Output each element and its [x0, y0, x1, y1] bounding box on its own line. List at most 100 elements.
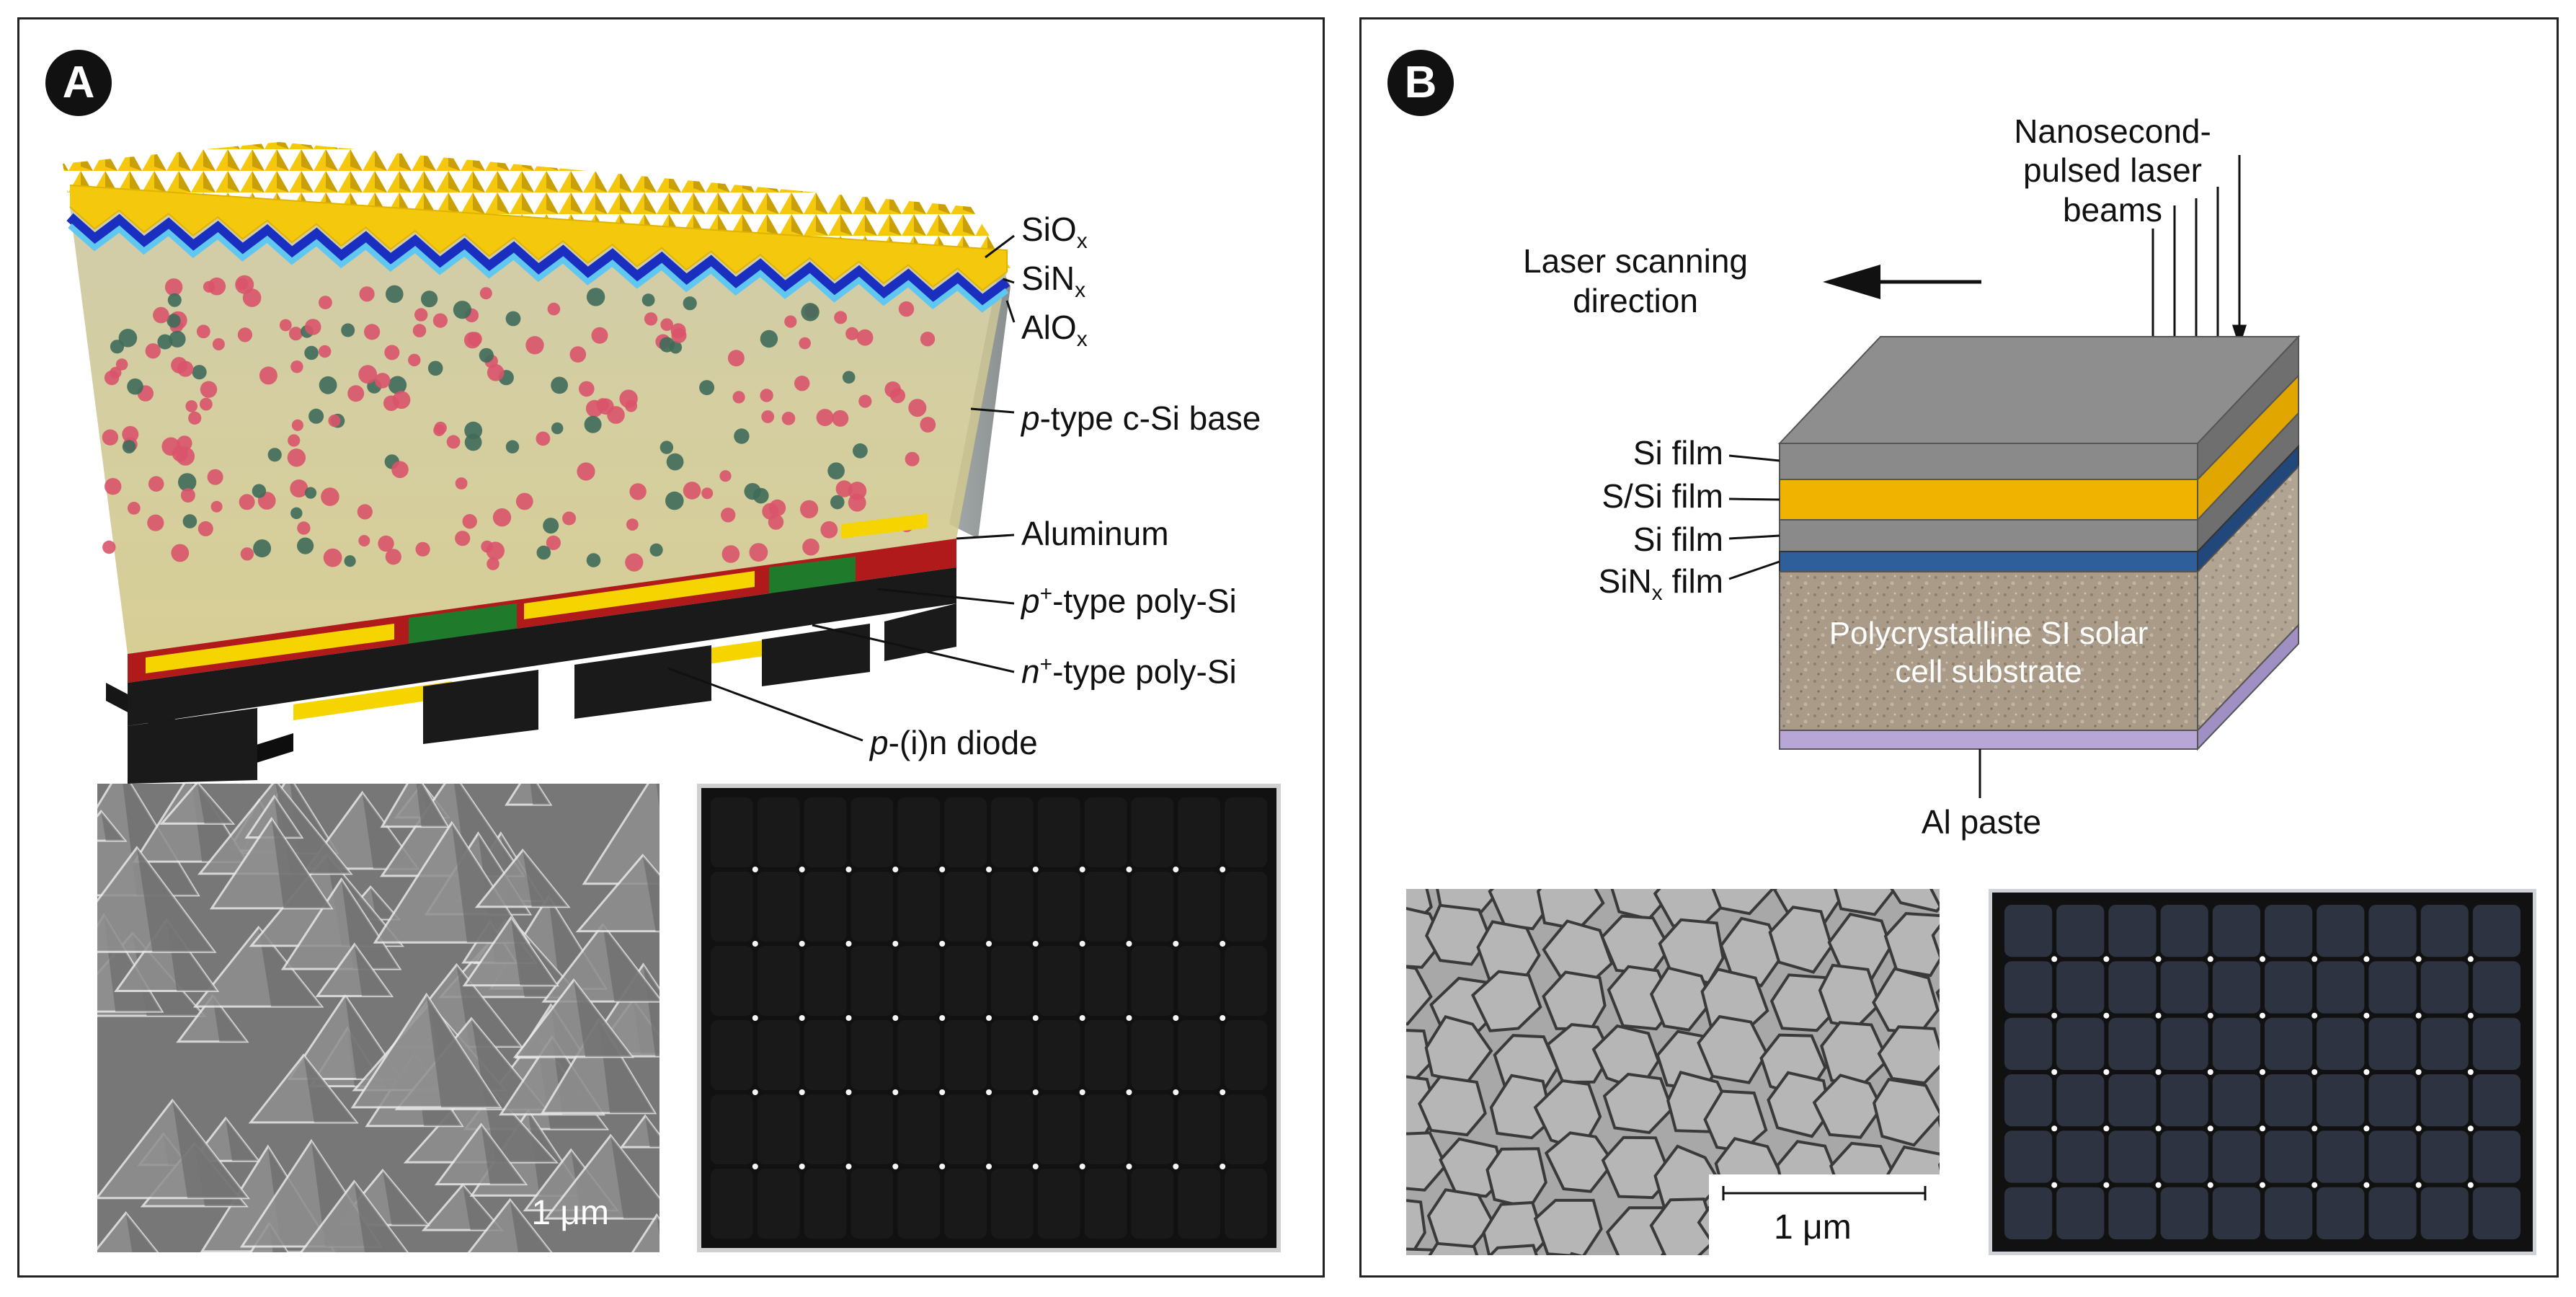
carrier-dot: [666, 453, 684, 471]
solar-cell: [2420, 905, 2469, 957]
grain-cell: [1489, 1074, 1554, 1140]
carrier-dot: [625, 553, 644, 572]
cell-corner-gap: [939, 1015, 946, 1021]
grain-cell: [1533, 1198, 1603, 1255]
carrier-dot: [799, 337, 811, 350]
carrier-dot: [760, 329, 778, 348]
carrier-dot: [525, 336, 544, 355]
solar-cell: [1084, 1020, 1127, 1090]
carrier-dot: [784, 315, 797, 328]
carrier-dot: [551, 422, 564, 435]
cell-structure-diagram: [63, 142, 1016, 784]
solar-cell: [944, 946, 987, 1016]
solar-cell: [1178, 1169, 1221, 1239]
solar-cell: [2056, 1130, 2105, 1183]
cell-corner-gap: [845, 941, 852, 947]
carrier-dot: [358, 365, 378, 384]
cell-corner-gap: [2155, 1125, 2162, 1132]
carrier-dot: [304, 487, 317, 499]
carrier-dot: [177, 360, 194, 377]
grain-cell: [1872, 1078, 1940, 1147]
solar-cell: [1037, 1169, 1080, 1239]
carrier-dot: [203, 280, 216, 293]
carrier-dot: [200, 381, 218, 398]
pyramid-shadow: [528, 1110, 585, 1196]
cell-corner-gap: [892, 1089, 899, 1095]
carrier-dot: [607, 406, 625, 424]
carrier-dot: [794, 376, 810, 391]
carrier-dot: [586, 288, 605, 306]
solar-cell: [991, 872, 1034, 942]
carrier-dot: [323, 548, 342, 567]
carrier-dot: [118, 329, 138, 348]
carrier-dot: [577, 462, 595, 481]
grain-cell: [1601, 1136, 1673, 1200]
carrier-dot: [492, 508, 512, 527]
carrier-dot: [781, 412, 796, 425]
pyramid-shadow: [426, 994, 500, 1107]
solar-cell: [2056, 961, 2105, 1014]
carrier-dot: [760, 389, 773, 402]
carrier-dot: [288, 327, 303, 341]
solar-cell: [944, 1020, 987, 1090]
solar-cell: [1084, 872, 1127, 942]
carrier-dot: [297, 537, 314, 554]
panel-a: A: [17, 17, 1325, 1278]
carrier-dot: [182, 514, 197, 528]
cell-corner-gap: [799, 1015, 805, 1021]
cell-corner-gap: [2260, 1012, 2265, 1019]
carrier-dot: [463, 332, 481, 349]
carrier-dot: [858, 394, 872, 408]
grain-cell: [1482, 1200, 1547, 1255]
carrier-dot: [408, 353, 421, 367]
solar-cell: [897, 797, 941, 867]
label-p-type-base: p-type c-Si base: [1021, 399, 1261, 437]
solar-cell: [711, 797, 753, 867]
cell-corner-gap: [2260, 1125, 2265, 1132]
cell-corner-gap: [2311, 1125, 2318, 1132]
carrier-dot: [297, 521, 311, 535]
pyramid-shadow: [382, 1170, 428, 1226]
cell-corner-gap: [2103, 956, 2110, 962]
carrier-dot: [357, 504, 373, 520]
cell-corner-gap: [986, 1089, 992, 1095]
cell-corner-gap: [1032, 1089, 1039, 1095]
carrier-dot: [319, 296, 332, 309]
carrier-dot: [547, 302, 561, 316]
solar-cell: [2265, 961, 2313, 1014]
solar-cell: [991, 1020, 1034, 1090]
cell-corner-gap: [939, 1164, 946, 1169]
cell-corner-gap: [1173, 941, 1179, 947]
solar-cell: [2265, 1017, 2313, 1070]
carrier-dot: [252, 484, 267, 498]
solar-cell: [2004, 961, 2053, 1014]
solar-cell: [2056, 905, 2105, 957]
grain-cell: [1890, 889, 1940, 913]
solar-cell: [2265, 1130, 2313, 1183]
solar-cell: [2004, 1017, 2053, 1070]
carrier-dot: [629, 483, 647, 500]
pyramid-facet: [575, 854, 659, 933]
solar-cell: [1131, 1020, 1174, 1090]
solar-cell: [850, 1094, 894, 1164]
solar-cell: [850, 946, 894, 1016]
solar-cell: [757, 1169, 800, 1239]
solar-cell: [897, 1020, 941, 1090]
carrier-dot: [414, 308, 428, 322]
carrier-dot: [304, 319, 321, 335]
cell-corner-gap: [1173, 1089, 1179, 1095]
carrier-dot: [392, 391, 411, 410]
cell-corner-gap: [1220, 941, 1226, 947]
grain-cell: [1470, 970, 1542, 1032]
solar-cell: [991, 1169, 1034, 1239]
solar-cell: [757, 872, 800, 942]
carrier-dot: [434, 421, 447, 435]
cell-corner-gap: [2207, 1069, 2213, 1075]
grain-cell: [1935, 988, 1940, 1004]
solar-cell: [944, 797, 987, 867]
carrier-dot: [341, 323, 355, 337]
solar-cell: [2108, 1187, 2157, 1239]
carrier-dot: [625, 399, 638, 412]
label-pin-diode: p-(i)n diode: [870, 724, 1038, 761]
carrier-dot: [719, 470, 732, 482]
